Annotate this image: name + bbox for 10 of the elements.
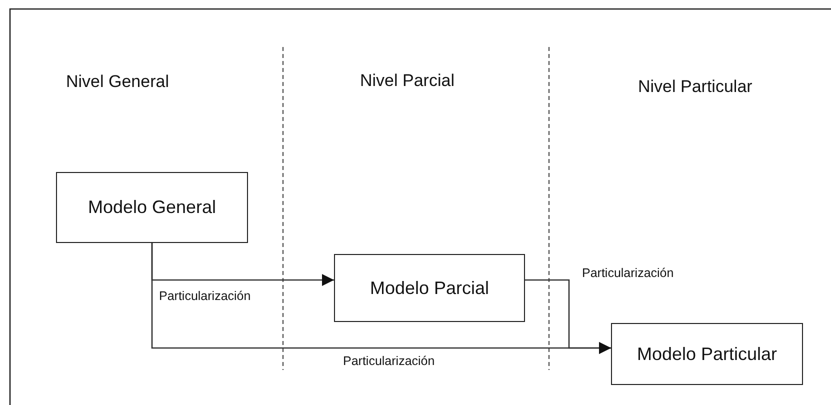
column-heading: Nivel Parcial xyxy=(360,71,454,91)
arrow xyxy=(525,279,611,354)
edge-label: Particularización xyxy=(581,266,675,280)
process-box: Modelo Parcial xyxy=(334,254,525,322)
column-heading: Nivel General xyxy=(66,72,169,92)
column-heading: Nivel Particular xyxy=(638,77,752,97)
process-box: Modelo Particular xyxy=(611,323,803,385)
edge-label: Particularización xyxy=(158,289,252,303)
edge-label: Particularización xyxy=(342,354,436,368)
process-box: Modelo General xyxy=(56,172,248,243)
